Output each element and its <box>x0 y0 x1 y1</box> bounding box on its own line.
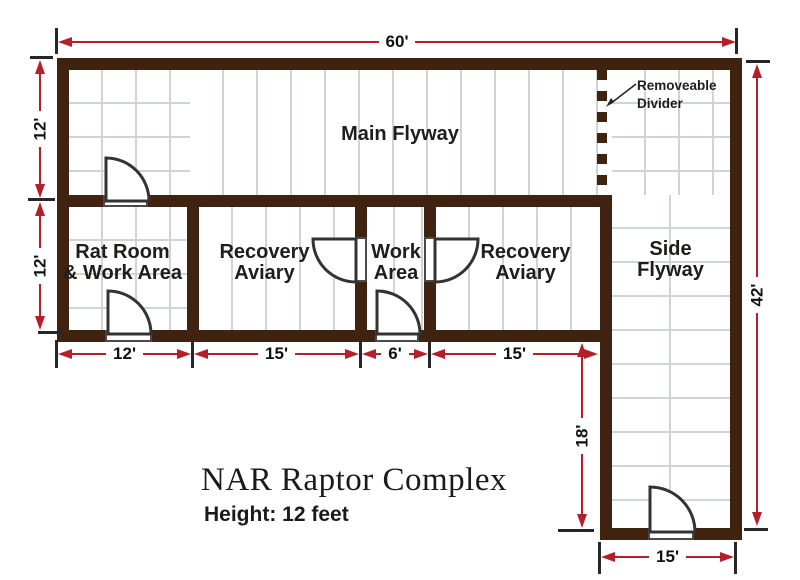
rooms-bottom-wall-b <box>152 330 375 342</box>
dim-bottom-tick-1 <box>55 340 58 368</box>
page-title: NAR Raptor Complex <box>201 462 507 498</box>
dim-left-tick-bottom <box>38 331 63 334</box>
dim-left-tick-top <box>30 56 53 59</box>
dim-12-upper-label: 12' <box>30 113 51 145</box>
dim-rat-width: 12' <box>58 344 192 363</box>
dim-42: 42' <box>745 64 769 526</box>
work-area-left-wall-lower <box>355 282 367 330</box>
dim-42-label: 42' <box>747 279 768 311</box>
arrowhead-left <box>58 37 72 47</box>
top-wall <box>57 58 742 70</box>
label-work-area: Work Area <box>371 241 421 284</box>
rat-room-right-wall <box>187 207 199 330</box>
divider-leader-line <box>606 83 637 107</box>
right-wall <box>730 58 742 540</box>
label-rat-room: Rat Room & Work Area <box>63 241 182 284</box>
dim-side-flyway-width: 15' <box>601 547 735 566</box>
dim-18-label: 18' <box>572 420 593 451</box>
dim-15-side-tick-right <box>734 542 737 574</box>
dim-60: 60' <box>58 32 737 51</box>
arrowhead-down <box>577 514 587 528</box>
side-flyway-left-wall <box>600 195 612 540</box>
dim-bottom-tick-4 <box>428 340 431 368</box>
arrowhead-down <box>752 512 762 526</box>
rooms-bottom-wall-a <box>57 330 105 342</box>
door-recovery-left <box>311 237 358 284</box>
dim-18-tick-bottom <box>558 529 594 532</box>
side-flyway-bottom-wall-b <box>694 528 742 540</box>
label-removable-divider: Removeable Divider <box>637 78 717 111</box>
dim-work-width: 6' <box>362 344 428 363</box>
door-side-flyway <box>648 485 697 534</box>
main-flyway-hatch-right <box>612 70 730 195</box>
work-area-left-wall-upper <box>355 207 367 237</box>
arrowhead-up <box>752 64 762 78</box>
dim-12-lower-label: 12' <box>30 250 51 282</box>
dim-bottom-tick-2 <box>191 340 194 368</box>
main-flyway-hatch <box>190 70 612 195</box>
door-recovery-right <box>433 237 480 284</box>
dim-recovery-left-width-label: 15' <box>265 344 288 363</box>
side-flyway-hatch <box>612 195 730 528</box>
dim-left-tick-mid <box>28 198 55 201</box>
label-recovery-left: Recovery Aviary <box>219 241 310 284</box>
label-recovery-right: Recovery Aviary <box>480 241 571 284</box>
arrowhead-down <box>35 316 45 330</box>
mid-wall-segment-b <box>148 195 612 207</box>
dim-60-tick-left <box>55 28 58 54</box>
dim-side-flyway-width-label: 15' <box>656 547 679 566</box>
dim-recovery-right-width: 15' <box>431 344 599 363</box>
dim-42-tick-top <box>746 60 770 63</box>
dim-12-lower: 12' <box>28 202 52 330</box>
door-work-area <box>375 289 422 336</box>
work-area-right-wall-upper <box>424 207 436 237</box>
dim-rat-width-label: 12' <box>113 344 136 363</box>
door-flyway <box>104 156 151 203</box>
arrowhead-up <box>577 343 587 357</box>
dim-60-label: 60' <box>385 32 409 51</box>
side-flyway-center-line <box>669 195 671 528</box>
side-flyway-bottom-wall-a <box>600 528 648 540</box>
removable-divider-dashed-wall <box>597 70 607 195</box>
arrowhead-up <box>35 60 45 74</box>
work-area-right-wall-lower <box>424 282 436 330</box>
door-rat-room <box>106 289 153 336</box>
dim-bottom-tick-3 <box>359 340 362 368</box>
arrowhead-right <box>722 37 737 47</box>
arrowhead-down <box>35 184 45 198</box>
dim-60-tick-right <box>735 28 738 54</box>
dim-42-tick-bottom <box>744 528 768 531</box>
dim-12-upper: 12' <box>28 60 52 198</box>
dim-recovery-right-width-label: 15' <box>503 344 526 363</box>
rooms-bottom-wall-c <box>419 330 612 342</box>
arrowhead-up <box>35 202 45 216</box>
dim-recovery-left-width: 15' <box>194 344 360 363</box>
label-side-flyway: Side Flyway <box>637 238 704 281</box>
label-main-flyway: Main Flyway <box>341 123 459 145</box>
page-subtitle: Height: 12 feet <box>204 503 349 526</box>
dim-work-width-label: 6' <box>388 344 402 363</box>
dim-18: 18' <box>570 343 594 528</box>
dim-15-side-tick-left <box>598 542 601 574</box>
mid-wall-segment-a <box>57 195 103 207</box>
